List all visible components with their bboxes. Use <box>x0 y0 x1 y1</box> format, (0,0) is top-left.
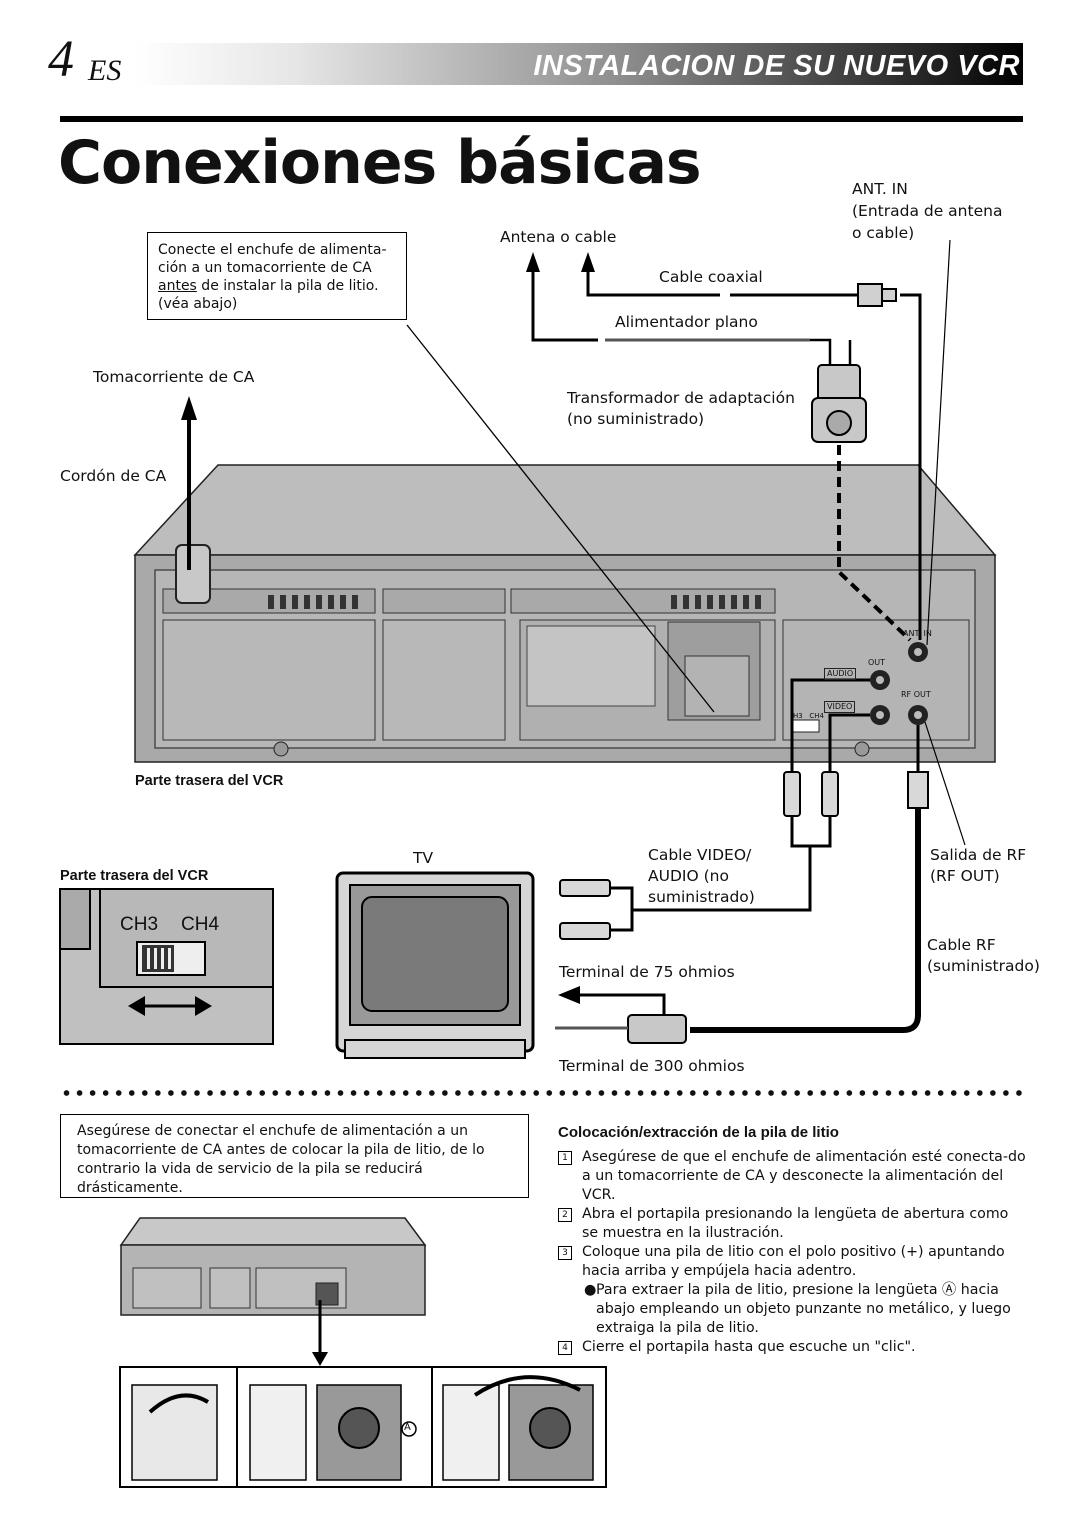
vcr-top <box>133 464 997 556</box>
page-number: 4 <box>48 31 74 88</box>
marker-a-label: A <box>404 1422 411 1433</box>
flat-feeder-label: Alimentador plano <box>615 313 758 331</box>
power-note-line3: antes de instalar la pila de litio. <box>158 277 396 295</box>
rf-out-label-1: Salida de RF <box>930 846 1027 864</box>
header-band <box>135 43 1023 85</box>
section-title: INSTALACION DE SU NUEVO VCR <box>533 50 1020 82</box>
battery-step-2: 2 Abra el portapila presionando la lengüe… <box>558 1205 1028 1243</box>
term75-label: Terminal de 75 ohmios <box>559 963 735 981</box>
bullet-icon: ● <box>584 1282 597 1298</box>
step-number: 4 <box>558 1341 572 1355</box>
ac-cord-label: Cordón de CA <box>60 467 167 485</box>
ch4-label: CH4 <box>181 914 220 935</box>
page-title: Conexiones básicas <box>58 128 702 198</box>
power-note-antes: antes <box>158 278 197 294</box>
rf-cable-label-1: Cable RF <box>927 936 996 954</box>
bullet-text: Para extraer la pila de litio, presione … <box>596 1282 1011 1336</box>
title-rule <box>60 116 1023 122</box>
battery-bullet: ●Para extraer la pila de litio, presione… <box>558 1281 1028 1338</box>
battery-steps-panels <box>119 1366 607 1488</box>
dotted-separator <box>60 1088 1023 1098</box>
battery-heading: Colocación/extracción de la pila de liti… <box>558 1124 839 1141</box>
antenna-label: Antena o cable <box>500 228 617 246</box>
panel-ant-in-label: ANT. IN <box>903 629 932 638</box>
power-note-line4: (véa abajo) <box>158 296 238 312</box>
vcr-rear-label-2: Parte trasera del VCR <box>60 868 209 884</box>
panel-ch-label: H3 CH4 <box>793 712 824 720</box>
outlet-label: Tomacorriente de CA <box>93 368 255 386</box>
warning-line4: drásticamente. <box>77 1180 183 1196</box>
warning-line1: Asegúrese de conectar el enchufe de alim… <box>77 1123 468 1139</box>
power-note-line2: ción a un tomacorriente de CA <box>158 260 372 276</box>
av-cable-label-2: AUDIO (no <box>648 867 729 885</box>
small-vcr <box>119 1217 427 1246</box>
step-text: Coloque una pila de litio con el polo po… <box>582 1244 1005 1279</box>
panel-out-label: OUT <box>868 658 886 667</box>
step-number: 1 <box>558 1151 572 1165</box>
power-note-line1: Conecte el enchufe de alimenta- <box>158 242 387 258</box>
ant-in-label-2: (Entrada de antena <box>852 202 1003 220</box>
transformer-label-2: (no suministrado) <box>567 410 705 428</box>
rf-out-label-2: (RF OUT) <box>930 867 1000 885</box>
step-number: 3 <box>558 1246 572 1260</box>
step-text: Abra el portapila presionando la lengüet… <box>582 1206 1009 1241</box>
battery-step-3: 3 Coloque una pila de litio con el polo p… <box>558 1243 1028 1281</box>
tv-label: TV <box>413 849 434 867</box>
vcr-rear-label-1: Parte trasera del VCR <box>135 773 284 789</box>
panel-video-label: VIDEO <box>824 701 856 713</box>
ch3-label: CH3 <box>120 914 159 935</box>
warning-line3: contrario la vida de servicio de la pila… <box>77 1161 423 1177</box>
term300-label: Terminal de 300 ohmios <box>559 1057 745 1075</box>
av-cable-label-3: suministrado) <box>648 888 755 906</box>
transformer-label-1: Transformador de adaptación <box>567 389 795 407</box>
language-code: ES <box>88 54 122 87</box>
ant-in-label-1: ANT. IN <box>852 180 908 198</box>
step-text: Cierre el portapila hasta que escuche un… <box>582 1339 916 1355</box>
step-text: Asegúrese de que el enchufe de alimentac… <box>582 1149 1026 1203</box>
ant-in-label-3: o cable) <box>852 224 915 242</box>
step-number: 2 <box>558 1208 572 1222</box>
power-note: Conecte el enchufe de alimenta- ción a u… <box>147 232 407 320</box>
battery-step-1: 1 Asegúrese de que el enchufe de alimenta… <box>558 1148 1028 1205</box>
rf-cable-label-2: (suministrado) <box>927 957 1040 975</box>
battery-steps: 1 Asegúrese de que el enchufe de alimenta… <box>558 1148 1028 1357</box>
battery-step-4: 4 Cierre el portapila hasta que escuche u… <box>558 1338 1028 1357</box>
warning-line2: tomacorriente de CA antes de colocar la … <box>77 1142 485 1158</box>
warning-box: Asegúrese de conectar el enchufe de alim… <box>60 1114 529 1198</box>
av-cable-label-1: Cable VIDEO/ <box>648 846 752 864</box>
coax-label: Cable coaxial <box>659 268 763 286</box>
power-note-line3-rest: de instalar la pila de litio. <box>196 278 379 294</box>
panel-audio-label: AUDIO <box>824 668 857 680</box>
panel-rf-out-label: RF OUT <box>901 690 931 699</box>
